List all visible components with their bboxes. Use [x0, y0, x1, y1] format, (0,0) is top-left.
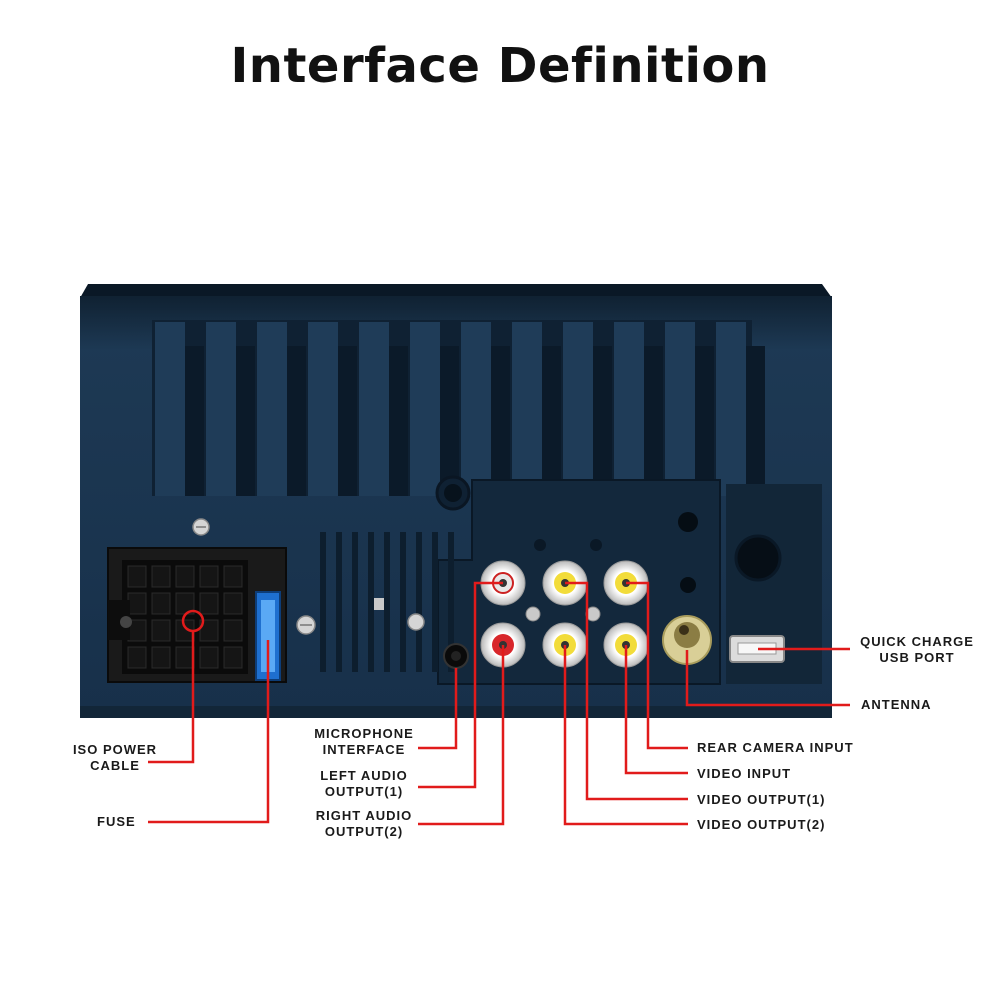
heatsink-fins — [152, 320, 765, 496]
iso-pin — [151, 592, 171, 615]
vent-slot — [448, 532, 454, 672]
heatsink-fin — [461, 322, 491, 496]
leader-rear-camera — [626, 581, 688, 750]
heatsink-fin-gap — [593, 346, 612, 496]
iso-pin — [175, 646, 195, 669]
label-quick-charge-usb-port: QUICK CHARGE USB PORT — [860, 634, 974, 665]
iso-pin — [223, 565, 243, 588]
leader-lines — [148, 581, 850, 826]
heatsink-fin-gap — [440, 346, 459, 496]
heatsink-fin — [257, 322, 287, 496]
iso-pin — [151, 565, 171, 588]
vent-slot — [384, 532, 390, 672]
label-fuse: FUSE — [97, 814, 136, 829]
label-left-audio-output: LEFT AUDIO OUTPUT(1) — [320, 768, 408, 799]
iso-pin — [151, 619, 171, 642]
iso-pin — [175, 565, 195, 588]
device-top-lid — [80, 284, 832, 298]
iso-pin — [127, 565, 147, 588]
vent-slot — [320, 532, 326, 672]
leader-right-audio — [418, 645, 505, 826]
label-iso-power-cable: ISO POWER CABLE — [72, 742, 158, 773]
heatsink-fin-gap — [695, 346, 714, 496]
vent-slot — [368, 532, 374, 672]
vent-grille — [320, 532, 454, 672]
label-microphone-interface: MICROPHONE INTERFACE — [314, 726, 414, 757]
heatsink-fin-gap — [644, 346, 663, 496]
leader-video-out-1 — [565, 581, 688, 801]
iso-pin — [199, 619, 219, 642]
label-rear-camera-input: REAR CAMERA INPUT — [697, 740, 854, 755]
iso-pin — [199, 646, 219, 669]
page-title: Interface Definition — [230, 38, 770, 94]
heatsink-fin — [308, 322, 338, 496]
label-antenna: ANTENNA — [861, 697, 932, 712]
leader-mic — [418, 668, 458, 750]
vent-slot — [400, 532, 406, 672]
heatsink-fin-gap — [287, 346, 306, 496]
leader-iso — [148, 631, 195, 764]
iso-pin — [223, 646, 243, 669]
label-video-output-2: VIDEO OUTPUT(2) — [697, 817, 826, 832]
heatsink-fin — [563, 322, 593, 496]
iso-pin — [199, 592, 219, 615]
leader-antenna — [685, 650, 850, 707]
label-video-input: VIDEO INPUT — [697, 766, 792, 781]
heatsink-fin — [155, 322, 185, 496]
vent-slot — [416, 532, 422, 672]
screw-iso — [192, 518, 210, 536]
heatsink-fin-gap — [746, 346, 765, 496]
vent-slot — [352, 532, 358, 672]
microphone-jack — [443, 643, 469, 669]
leader-left-audio — [418, 581, 503, 789]
iso-pin — [127, 646, 147, 669]
heatsink-fin-gap — [185, 346, 204, 496]
heatsink-fin — [716, 322, 746, 496]
heatsink-fin — [410, 322, 440, 496]
label-video-output-1: VIDEO OUTPUT(1) — [697, 792, 826, 807]
iso-pin — [223, 619, 243, 642]
vent-slot — [336, 532, 342, 672]
heatsink-fin — [614, 322, 644, 496]
iso-pin — [127, 592, 147, 615]
antenna-socket — [662, 512, 712, 665]
screw-top — [435, 475, 471, 511]
heatsink-fin — [359, 322, 389, 496]
iso-pin — [199, 565, 219, 588]
mounting-hole — [734, 534, 782, 582]
label-right-audio-output: RIGHT AUDIO OUTPUT(2) — [315, 808, 413, 839]
heatsink-fin-gap — [389, 346, 408, 496]
heatsink-fin-gap — [236, 346, 255, 496]
heatsink-fin-gap — [491, 346, 510, 496]
leader-video-input — [624, 645, 688, 775]
leader-fuse — [148, 640, 270, 824]
iso-pin — [151, 646, 171, 669]
heatsink-fin — [206, 322, 236, 496]
iso-pin — [223, 592, 243, 615]
heatsink-fin — [665, 322, 695, 496]
heatsink-fin-gap — [338, 346, 357, 496]
heatsink-fin — [512, 322, 542, 496]
heatsink-fin-gap — [542, 346, 561, 496]
vent-slot — [432, 532, 438, 672]
screw-mid — [296, 539, 602, 635]
leader-video-out-2 — [563, 645, 688, 826]
